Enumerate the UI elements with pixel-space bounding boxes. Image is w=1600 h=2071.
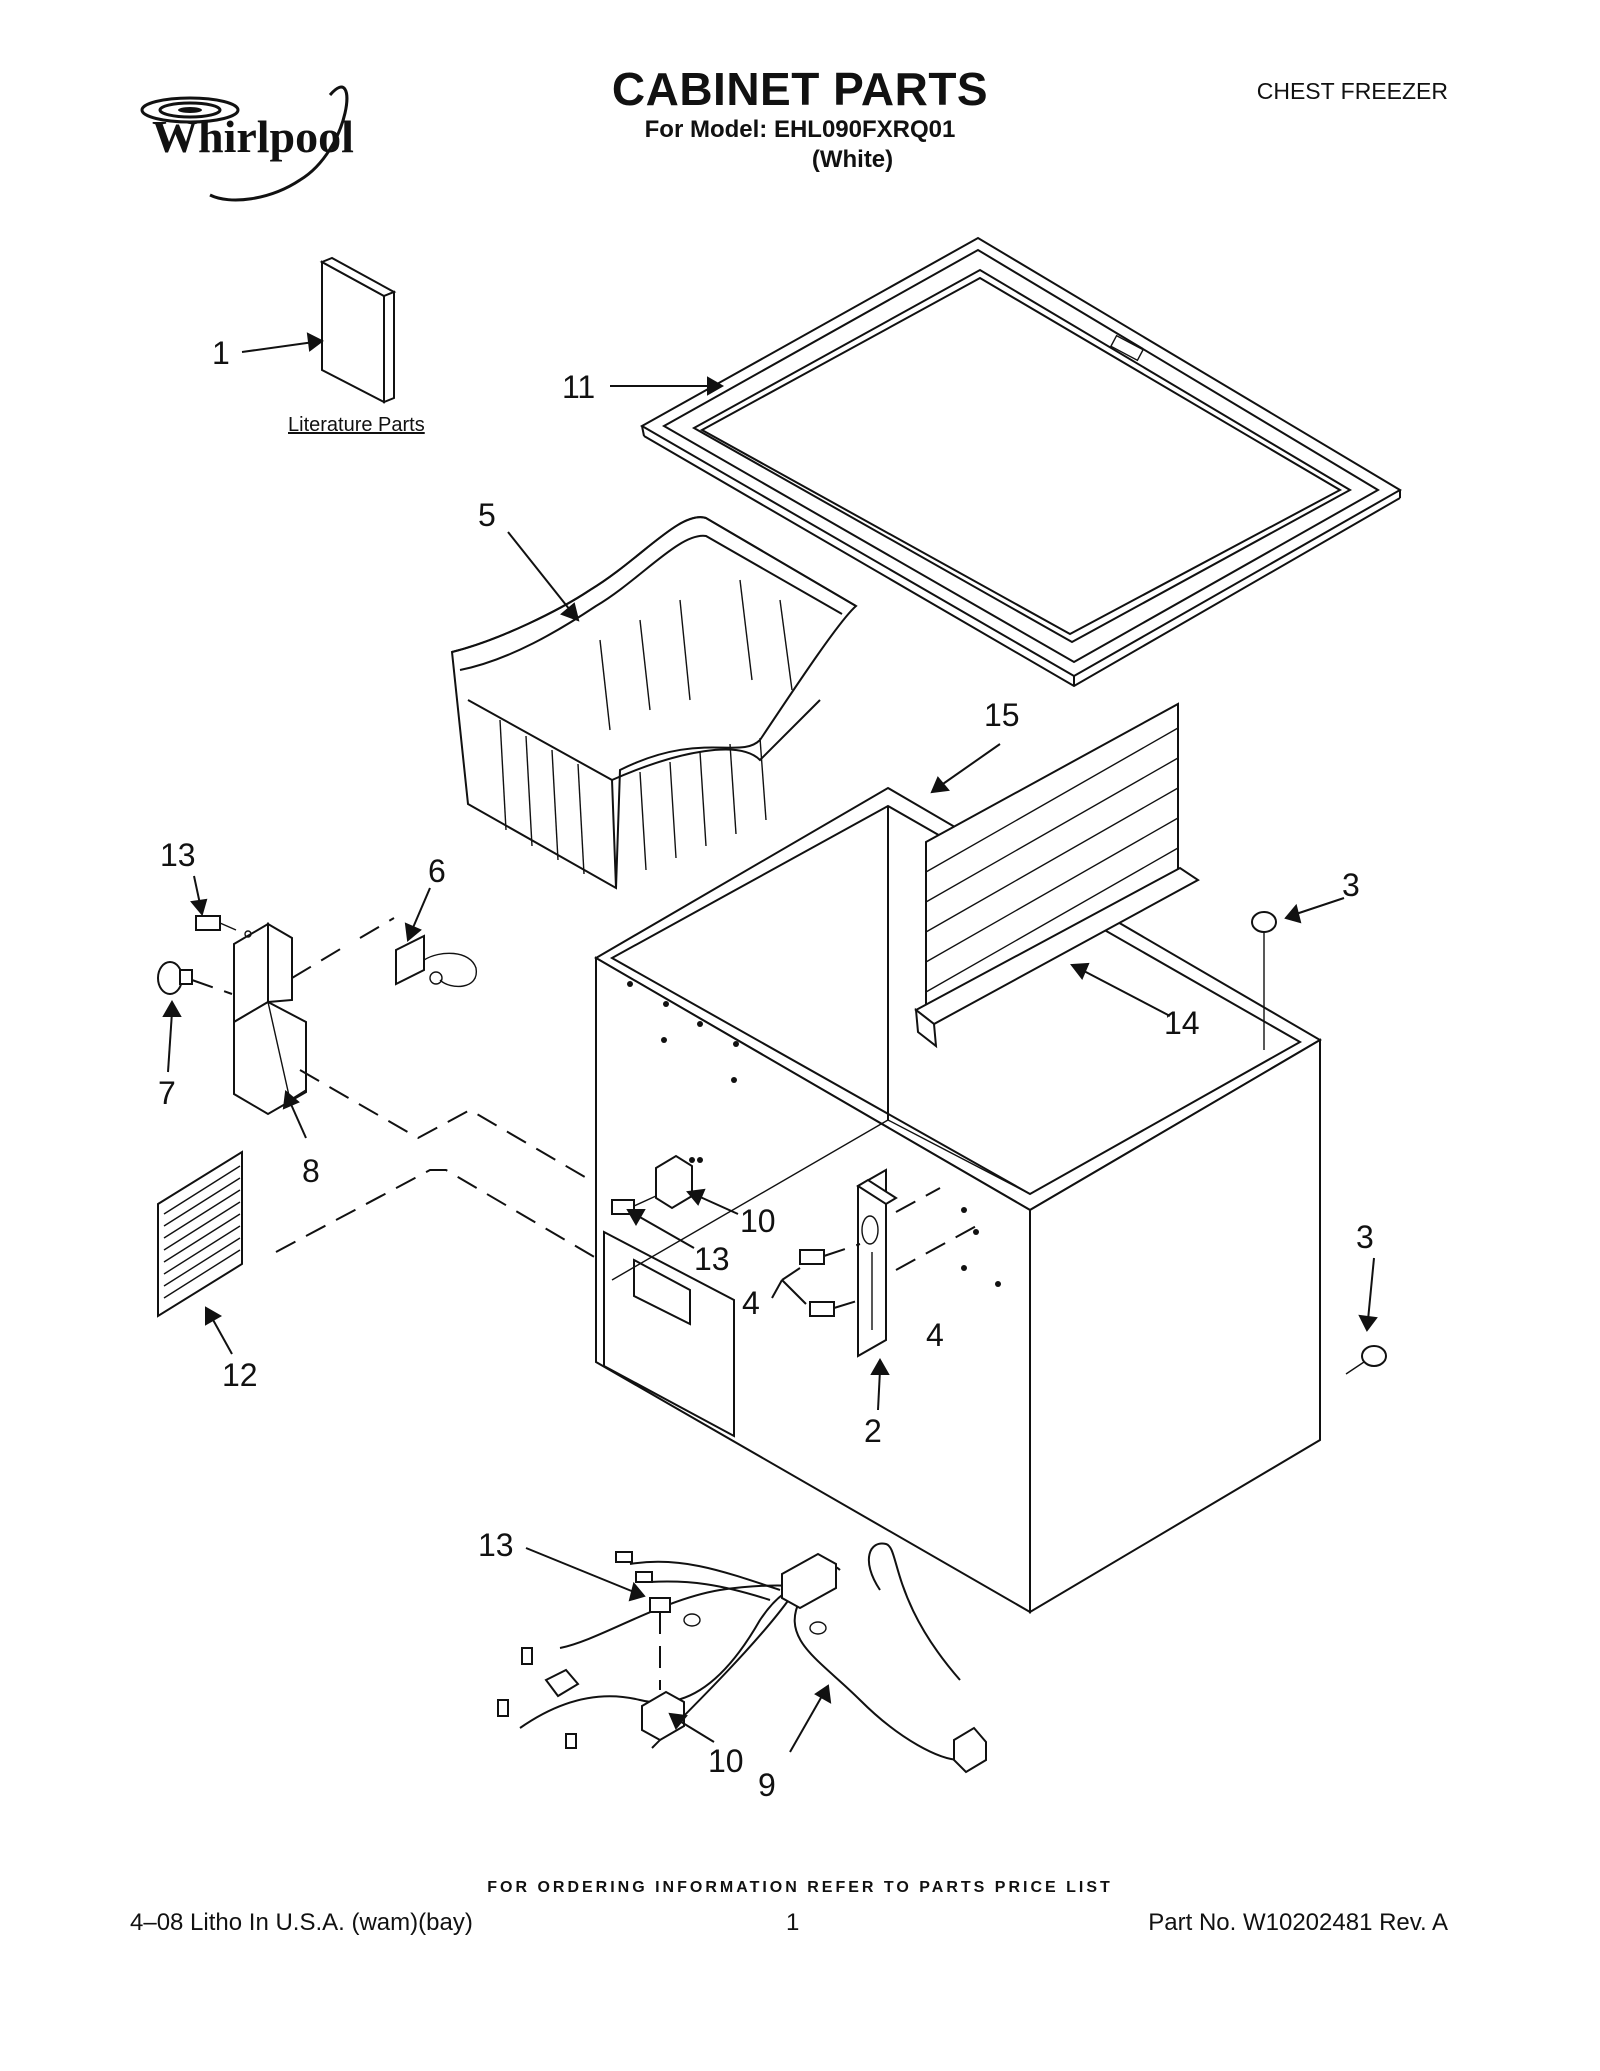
part-number: Part No. W10202481 Rev. A bbox=[1148, 1909, 1448, 1936]
whirlpool-logo: Whirlpool bbox=[140, 85, 354, 202]
leader-dash bbox=[291, 917, 395, 979]
callout-5: 5 bbox=[478, 497, 496, 533]
callout-3-top: 3 bbox=[1342, 867, 1360, 903]
wiring-harness bbox=[497, 1542, 987, 1774]
control-cover bbox=[233, 922, 307, 1116]
callout-13-harness: 13 bbox=[478, 1527, 514, 1563]
page-title: CABINET PARTS bbox=[611, 63, 989, 115]
literature-part bbox=[319, 256, 397, 404]
leader-arrows bbox=[162, 332, 1378, 1753]
clip-10-harness bbox=[641, 1597, 685, 1742]
callout-12: 12 bbox=[222, 1357, 258, 1393]
callout-4-left: 4 bbox=[742, 1285, 760, 1321]
divider-panel bbox=[914, 702, 1200, 1049]
bumper-3-bottom bbox=[1345, 1345, 1387, 1375]
litho-note: 4–08 Litho In U.S.A. (wam)(bay) bbox=[130, 1909, 473, 1936]
color-line: (White) bbox=[811, 146, 894, 173]
brand-wordmark: Whirlpool bbox=[152, 111, 354, 162]
callout-15: 15 bbox=[984, 697, 1020, 733]
lid-frame bbox=[639, 236, 1402, 688]
ordering-note: FOR ORDERING INFORMATION REFER TO PARTS … bbox=[487, 1879, 1113, 1896]
callout-1: 1 bbox=[212, 335, 230, 371]
hinge-bracket bbox=[856, 1168, 898, 1358]
model-line: For Model: EHL090FXRQ01 bbox=[644, 116, 956, 143]
callout-13-cabinet: 13 bbox=[694, 1241, 730, 1277]
screw-13-top bbox=[195, 915, 237, 931]
freezer-basket bbox=[450, 516, 858, 890]
callout-3-bottom: 3 bbox=[1356, 1219, 1374, 1255]
product-type: CHEST FREEZER bbox=[1256, 78, 1448, 104]
callout-7: 7 bbox=[158, 1075, 176, 1111]
callout-6: 6 bbox=[428, 853, 446, 889]
callout-14: 14 bbox=[1164, 1005, 1200, 1041]
grille bbox=[157, 1150, 243, 1318]
callout-8: 8 bbox=[302, 1153, 320, 1189]
callout-10-harness: 10 bbox=[708, 1743, 744, 1779]
callout-10-cabinet: 10 bbox=[740, 1203, 776, 1239]
callout-4-right: 4 bbox=[926, 1317, 944, 1353]
callout-labels: 1 2 3 3 4 4 5 6 7 8 9 10 10 11 12 13 13 … bbox=[158, 335, 1374, 1803]
callout-2: 2 bbox=[864, 1413, 882, 1449]
literature-parts-label: Literature Parts bbox=[288, 414, 425, 436]
page-number: 1 bbox=[786, 1909, 800, 1936]
relay-part bbox=[395, 934, 477, 988]
hinge-screws bbox=[799, 1187, 981, 1317]
knob-7 bbox=[157, 961, 193, 995]
callout-11: 11 bbox=[562, 369, 595, 405]
callout-13-top: 13 bbox=[160, 837, 196, 873]
bumper-3-top bbox=[1251, 911, 1277, 1050]
callout-9: 9 bbox=[758, 1767, 776, 1803]
